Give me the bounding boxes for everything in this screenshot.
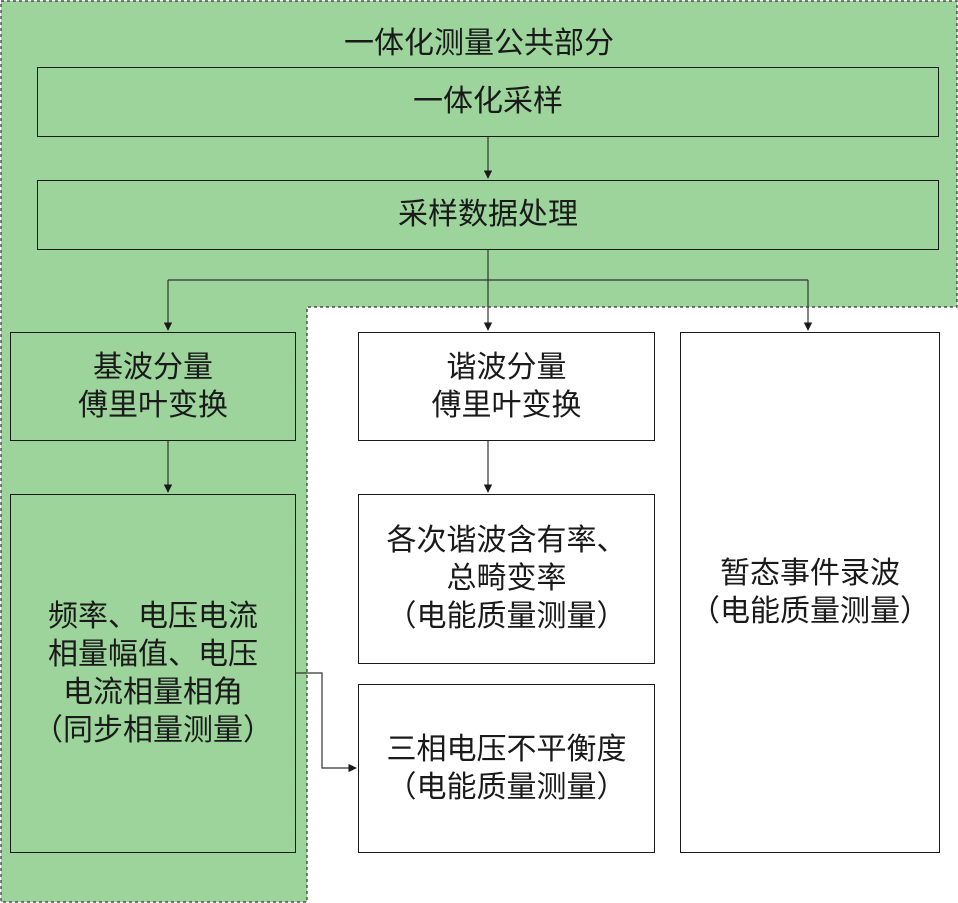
node-label-line: （同步相量测量） xyxy=(33,712,273,748)
region-title: 一体化测量公共部分 xyxy=(344,26,614,61)
node-label-line: 采样数据处理 xyxy=(398,197,578,232)
node-label-line: （电能质量测量） xyxy=(690,593,930,629)
node-label-line: 各次谐波含有率、 xyxy=(386,523,627,558)
node-label-line: （电能质量测量） xyxy=(386,599,627,634)
node-label-line: 暂态事件录波 xyxy=(720,555,900,591)
node-transient-recording: 暂态事件录波（电能质量测量） xyxy=(680,332,940,853)
node-label-line: （电能质量测量） xyxy=(386,769,627,805)
node-label-line: 三相电压不平衡度 xyxy=(386,731,627,767)
node-label-line: 一体化采样 xyxy=(413,84,563,119)
node-fundamental-fft: 基波分量傅里叶变换 xyxy=(10,332,296,441)
node-label-line: 谐波分量 xyxy=(446,349,567,385)
node-label-line: 频率、电压电流 xyxy=(48,598,258,634)
node-label-line: 总畸变率 xyxy=(446,561,567,596)
node-phasor-result: 频率、电压电流相量幅值、电压电流相量相角（同步相量测量） xyxy=(10,494,296,853)
node-data-processing: 采样数据处理 xyxy=(37,180,939,250)
node-unbalance-result: 三相电压不平衡度（电能质量测量） xyxy=(358,684,655,853)
node-label-line: 电流相量相角 xyxy=(63,674,243,710)
edge-phasor-to-unbalance xyxy=(295,672,357,773)
node-harmonic-result: 各次谐波含有率、总畸变率（电能质量测量） xyxy=(358,494,655,664)
node-label-line: 相量幅值、电压 xyxy=(48,636,258,672)
node-label-line: 傅里叶变换 xyxy=(431,387,582,423)
node-sampling: 一体化采样 xyxy=(37,67,939,137)
node-label-line: 傅里叶变换 xyxy=(78,387,228,423)
node-harmonic-fft: 谐波分量傅里叶变换 xyxy=(358,332,655,441)
node-label-line: 基波分量 xyxy=(93,349,213,385)
